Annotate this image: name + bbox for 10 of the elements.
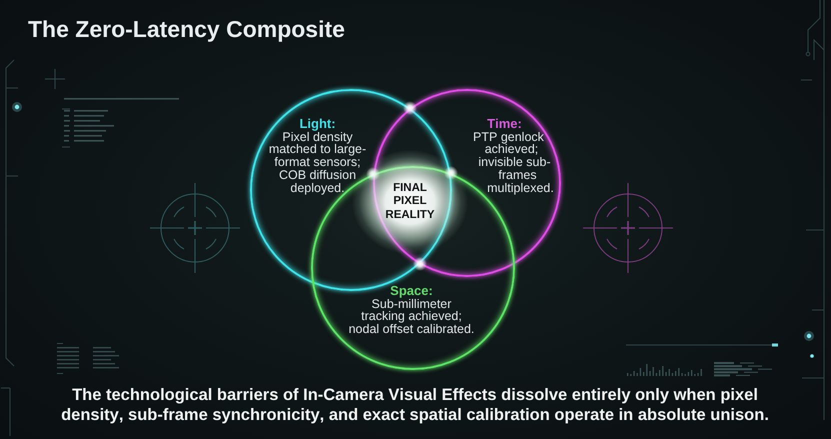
- diagram-title: The Zero-Latency Composite: [28, 15, 345, 43]
- set-heading: Time:: [487, 116, 522, 130]
- intersection-label: FINAL PIXEL REALITY: [384, 182, 436, 222]
- set-description: Pixel density matched to large-format sensors; COB diffusion deployed.: [268, 130, 366, 195]
- set-description: Sub-millimeter tracking achieved; nodal offset calibrated.: [348, 296, 474, 336]
- set-heading: Space:: [390, 282, 433, 298]
- caption-text: The technological barriers of In-Camera Visual Effects dissolve entirely only when pixel density, sub-frame synchronicity, and exact spatial calibration operate in absolute unison.: [60, 386, 770, 425]
- set-description: PTP genlock achieved; invisible sub-frames multiplexed.: [473, 130, 554, 195]
- venn-circle: [373, 89, 561, 277]
- set-heading: Light:: [299, 116, 336, 130]
